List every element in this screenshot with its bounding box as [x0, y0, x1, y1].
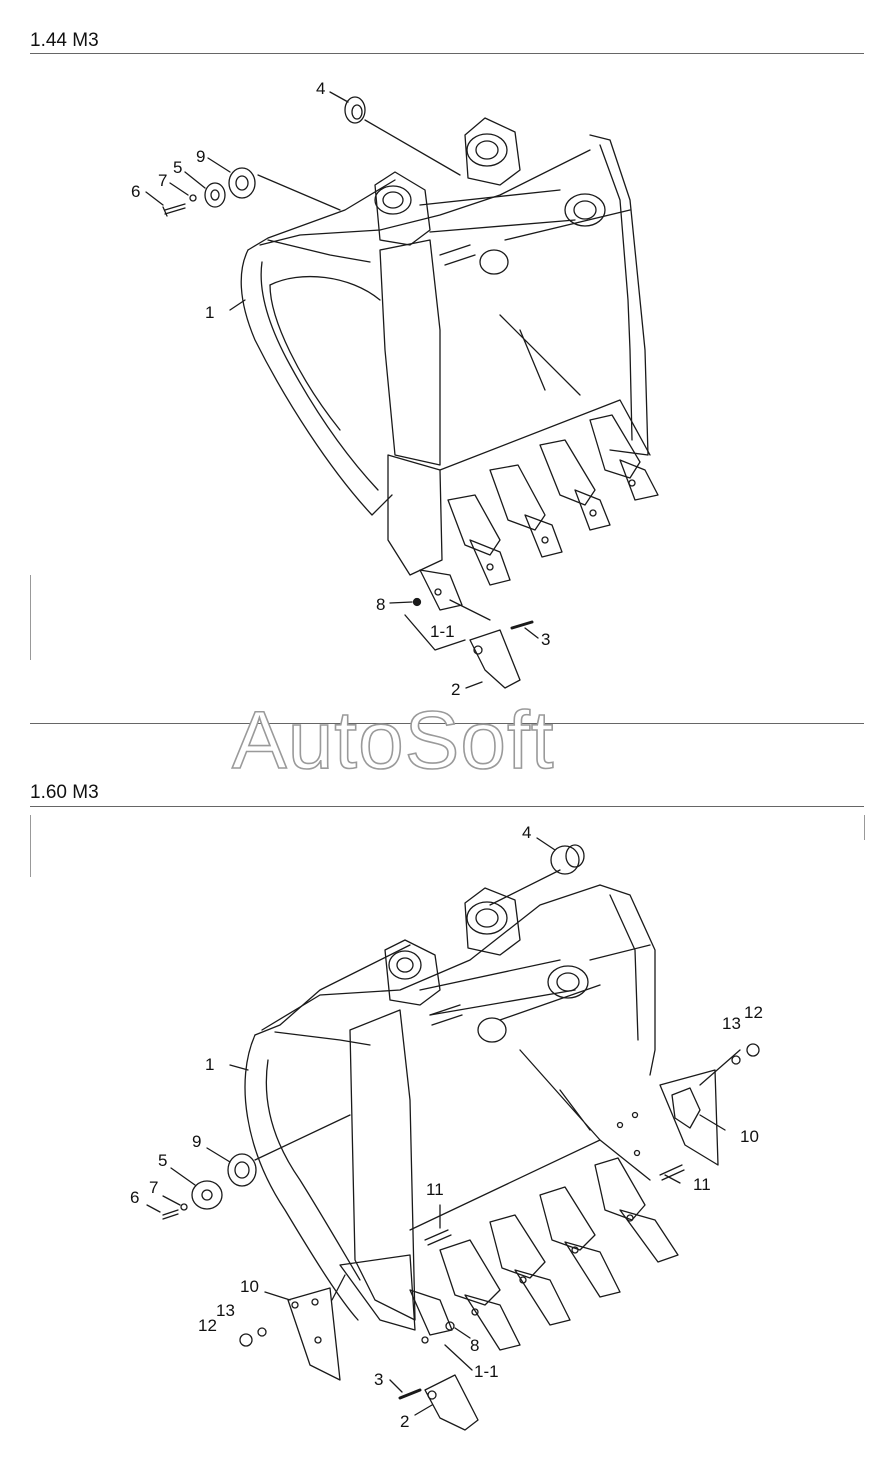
callout-8-b: 8 [470, 1336, 479, 1355]
callouts-top: 1 4 9 5 7 6 8 1-1 3 2 [131, 79, 550, 699]
callout-1-1: 1-1 [430, 622, 455, 641]
bolt-part-11-a [424, 1229, 452, 1246]
section-title-1: 1.44 M3 [30, 30, 99, 51]
callout-6: 6 [131, 182, 140, 201]
callout-9-b: 9 [192, 1132, 201, 1151]
side-cutter-part-10-left [287, 1287, 341, 1381]
shim-part-9-b [227, 1153, 257, 1187]
callout-2-b: 2 [400, 1412, 409, 1431]
bushing-part-4-b [550, 845, 580, 875]
callout-12-right: 12 [744, 1003, 763, 1022]
frame-tick-right-bottom [864, 815, 865, 840]
callout-5: 5 [173, 158, 182, 177]
watermark-text: AutoSoft [232, 695, 555, 786]
washer-part-13-b [731, 1055, 741, 1065]
section-rule-2 [30, 806, 864, 807]
callout-10-right: 10 [740, 1127, 759, 1146]
callout-12-left: 12 [198, 1316, 217, 1335]
tooth-part-2 [469, 629, 521, 689]
callout-7-b: 7 [149, 1178, 158, 1197]
bucket-teeth-bottom [409, 1157, 679, 1351]
section-rule-1 [30, 53, 864, 54]
plate-part-5 [204, 182, 226, 208]
plate-part-5-b [191, 1180, 223, 1210]
shim-part-9 [228, 167, 256, 199]
frame-tick-left-bottom [30, 815, 31, 877]
callout-11-right: 11 [693, 1175, 711, 1194]
callout-11-left: 11 [426, 1180, 444, 1199]
callout-1: 1 [205, 303, 214, 322]
section-divider [30, 723, 864, 724]
nut-part-12-b [746, 1043, 760, 1057]
callout-3-b: 3 [374, 1370, 383, 1389]
bolt-part-6 [162, 203, 186, 217]
side-cutter-part-10-right [659, 1069, 719, 1166]
nut-part-12-a [239, 1333, 253, 1347]
washer-part-7 [189, 194, 197, 202]
bushing-part-4 [344, 96, 366, 124]
callout-9: 9 [196, 147, 205, 166]
callout-3: 3 [541, 630, 550, 649]
callout-6-b: 6 [130, 1188, 139, 1207]
bolt-part-11-b [659, 1164, 685, 1181]
bucket-1-44 [162, 96, 659, 689]
callout-4-b: 4 [522, 823, 531, 842]
washer-part-13-a [257, 1327, 267, 1337]
callout-13-right: 13 [722, 1014, 741, 1033]
washer-part-7-b [180, 1203, 188, 1211]
callouts-bottom: 1 4 9 5 7 6 10 13 12 13 12 10 11 11 8 1-… [130, 823, 763, 1431]
callout-2: 2 [451, 680, 460, 699]
callout-10-left: 10 [240, 1277, 259, 1296]
bucket-1-60 [162, 844, 760, 1431]
callout-4: 4 [316, 79, 325, 98]
frame-tick-left-top [30, 575, 31, 660]
bolt-part-6-b [162, 1209, 179, 1220]
tooth-part-2-b [424, 1374, 479, 1431]
callout-5-b: 5 [158, 1151, 167, 1170]
callout-1-b: 1 [205, 1055, 214, 1074]
callout-7: 7 [158, 171, 167, 190]
callout-13-left: 13 [216, 1301, 235, 1320]
bucket-teeth-top [419, 414, 659, 611]
section-title-2: 1.60 M3 [30, 782, 99, 803]
callout-1-1-b: 1-1 [474, 1362, 499, 1381]
callout-8: 8 [376, 595, 385, 614]
